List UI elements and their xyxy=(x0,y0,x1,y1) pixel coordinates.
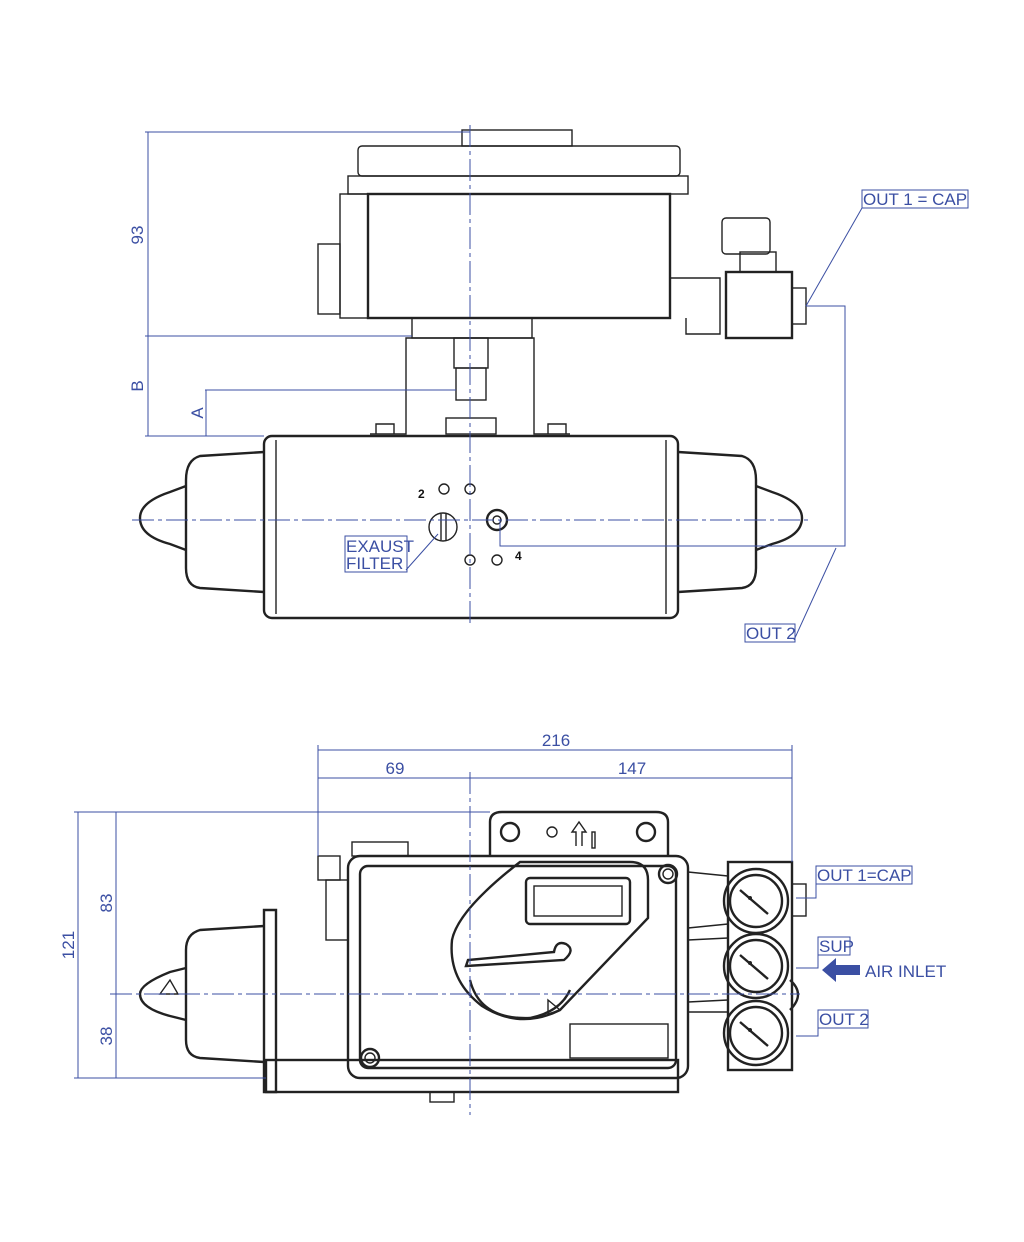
arrow-up-icon xyxy=(570,820,588,846)
gauge-block xyxy=(687,860,807,1072)
port-4-label: 4 xyxy=(515,549,522,563)
dimension-216: 216 xyxy=(542,731,570,750)
out2-label-bottom: OUT 2 xyxy=(819,1010,869,1029)
dimension-93: 93 xyxy=(128,226,147,245)
port-hole xyxy=(491,554,503,566)
gauge-sup xyxy=(722,932,790,1000)
actuator-body: 2 4 xyxy=(138,434,804,620)
exhaust-filter xyxy=(428,512,458,542)
positioner-housing xyxy=(317,129,807,340)
sup-label: SUP xyxy=(819,937,854,956)
dimension-38: 38 xyxy=(97,1027,116,1046)
top-view: 2 4 93 B A OUT 1 = CAP OUT 2 EXAUST F xyxy=(128,125,969,643)
air-inlet-label: AIR INLET xyxy=(865,962,946,981)
display-window xyxy=(524,876,632,926)
port-hole xyxy=(438,483,450,495)
air-inlet-arrow-icon xyxy=(822,958,860,982)
dimension-b: B xyxy=(128,380,147,391)
dimension-121: 121 xyxy=(59,931,78,959)
dimension-83: 83 xyxy=(97,894,116,913)
exhaust-label: EXAUST xyxy=(346,537,414,556)
gauge-out1 xyxy=(722,867,790,935)
port-2-label: 2 xyxy=(418,487,425,501)
actuator-body-bottom xyxy=(138,908,800,1103)
positioner-front xyxy=(317,810,690,1080)
dimension-147: 147 xyxy=(618,759,646,778)
dimension-a: A xyxy=(188,407,207,419)
bottom-dimensions: 216 69 147 121 83 38 OUT 1=CAP SUP AIR I… xyxy=(59,731,946,1115)
out2-label: OUT 2 xyxy=(746,624,796,643)
mounting-bracket xyxy=(370,337,570,435)
filter-label: FILTER xyxy=(346,554,403,573)
dimension-69: 69 xyxy=(386,759,405,778)
label-plate xyxy=(569,1023,669,1059)
out1-cap-label-bottom: OUT 1=CAP xyxy=(817,866,912,885)
top-dimensions: 93 B A OUT 1 = CAP OUT 2 EXAUST FILTER xyxy=(128,125,969,643)
bottom-view: 216 69 147 121 83 38 OUT 1=CAP SUP AIR I… xyxy=(59,731,946,1115)
out1-cap-label: OUT 1 = CAP xyxy=(863,190,967,209)
gauge-out2 xyxy=(722,999,790,1067)
